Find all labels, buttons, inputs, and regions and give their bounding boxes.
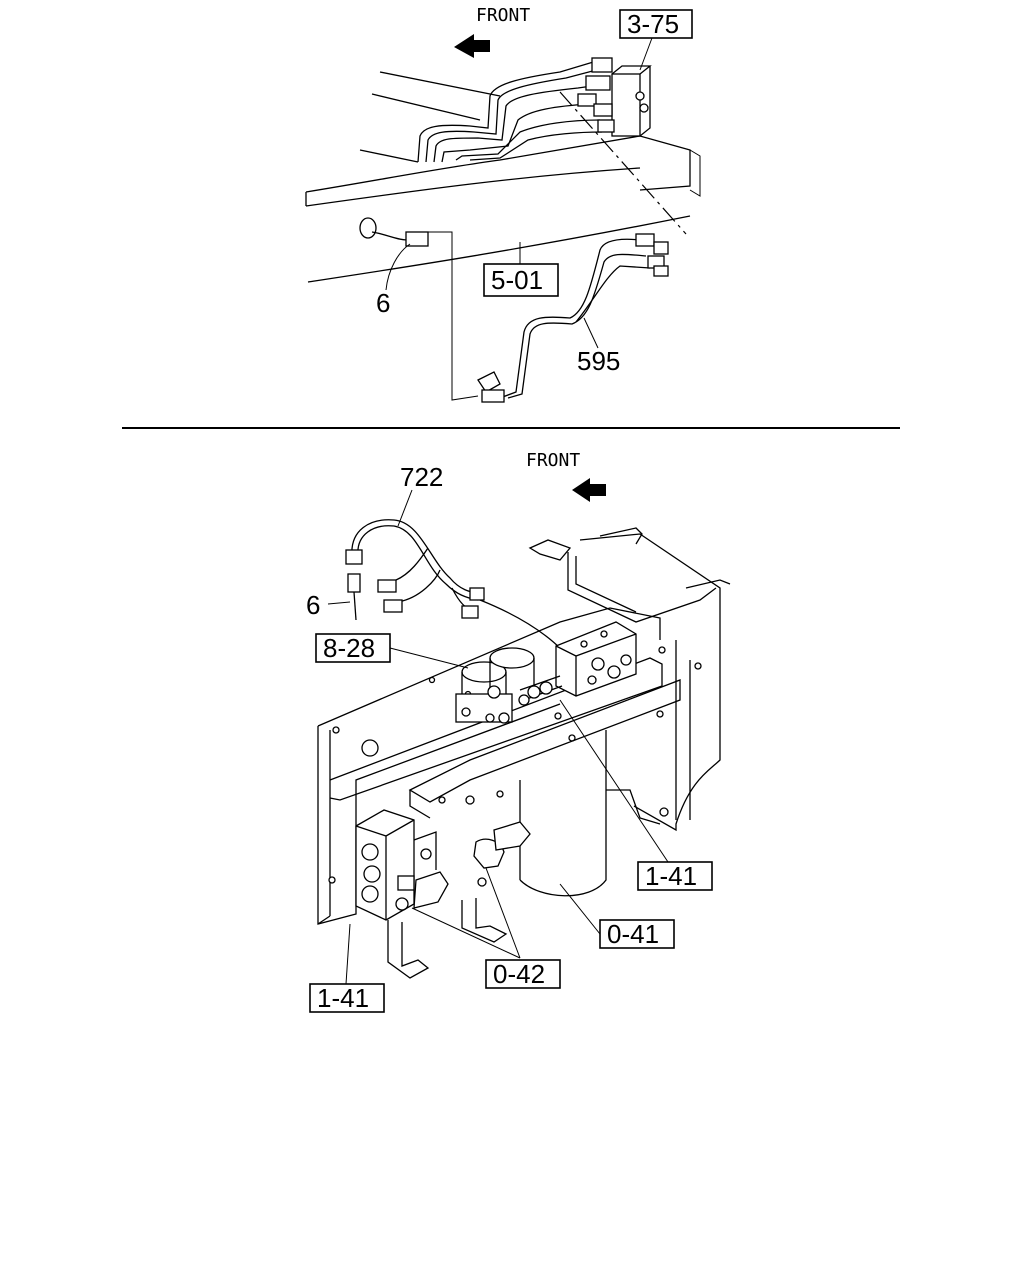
top-valve-block [577, 57, 652, 137]
lever-valves [395, 821, 531, 911]
callout-6-bottom: 6 [306, 590, 320, 620]
callout-0-41: 0-41 [607, 919, 659, 949]
leader-595 [583, 317, 599, 349]
top-pipe-1 [417, 59, 601, 163]
top-front-label: FRONT [476, 5, 530, 26]
leader-1-41-right [559, 699, 669, 863]
top-frame-body [305, 135, 691, 207]
callout-8-28: 8-28 [323, 633, 375, 663]
top-dash-line [559, 91, 687, 235]
top-bottom-clip [477, 371, 505, 403]
callout-1-41-left: 1-41 [317, 983, 369, 1013]
callout-1-41-right: 1-41 [645, 861, 697, 891]
top-pipe-3 [433, 83, 607, 163]
callout-3-75: 3-75 [627, 9, 679, 39]
leader-6-bottom [327, 601, 351, 605]
top-front-arrow-icon [454, 34, 490, 58]
top-pipe-4 [441, 103, 591, 163]
top-frame-bracket [689, 149, 701, 197]
callout-box-0-42 [485, 959, 561, 989]
mount-brackets [387, 898, 508, 979]
leader-6-top [385, 243, 411, 291]
bottom-view: FRONT 722 6 [306, 450, 731, 1013]
top-view: FRONT 3-75 [305, 5, 701, 403]
leader-1-41-left [345, 923, 351, 985]
harness-595-a [499, 238, 641, 399]
top-pipe-6 [469, 131, 603, 161]
harness-595-b [507, 253, 647, 399]
top-connectors-595 [635, 233, 669, 277]
callout-0-42: 0-42 [493, 959, 545, 989]
top-connector-6 [359, 217, 429, 247]
cross-bar [408, 679, 681, 819]
leader-0-42 [411, 867, 521, 959]
leader-3-75 [639, 37, 653, 71]
leader-722 [397, 489, 413, 527]
top-pipe-2 [425, 67, 605, 163]
top-wire-6 [428, 231, 479, 401]
callout-box-5-01 [483, 263, 559, 297]
callout-6-top: 6 [376, 288, 390, 318]
pipe-fittings [498, 675, 576, 742]
harness-595-c [575, 265, 651, 323]
solenoid-valves [455, 647, 535, 723]
top-frame-upper [359, 71, 501, 163]
leader-0-41 [559, 883, 601, 935]
bottom-front-arrow-icon [572, 478, 606, 502]
top-pipe-5 [455, 119, 601, 161]
callout-box-1-41-left [309, 983, 385, 1013]
callout-box-3-75 [619, 9, 693, 39]
harness-722 [345, 519, 563, 651]
callout-5-01: 5-01 [491, 265, 543, 295]
callout-595: 595 [577, 346, 620, 376]
callout-722: 722 [400, 462, 443, 492]
manifold-block [555, 621, 637, 697]
callout-box-1-41-right [637, 861, 713, 891]
top-frame-bottom [307, 215, 691, 283]
leader-8-28 [389, 647, 469, 669]
callout-box-0-41 [599, 919, 675, 949]
lower-valve-block [355, 809, 437, 921]
bottom-front-label: FRONT [526, 450, 580, 471]
